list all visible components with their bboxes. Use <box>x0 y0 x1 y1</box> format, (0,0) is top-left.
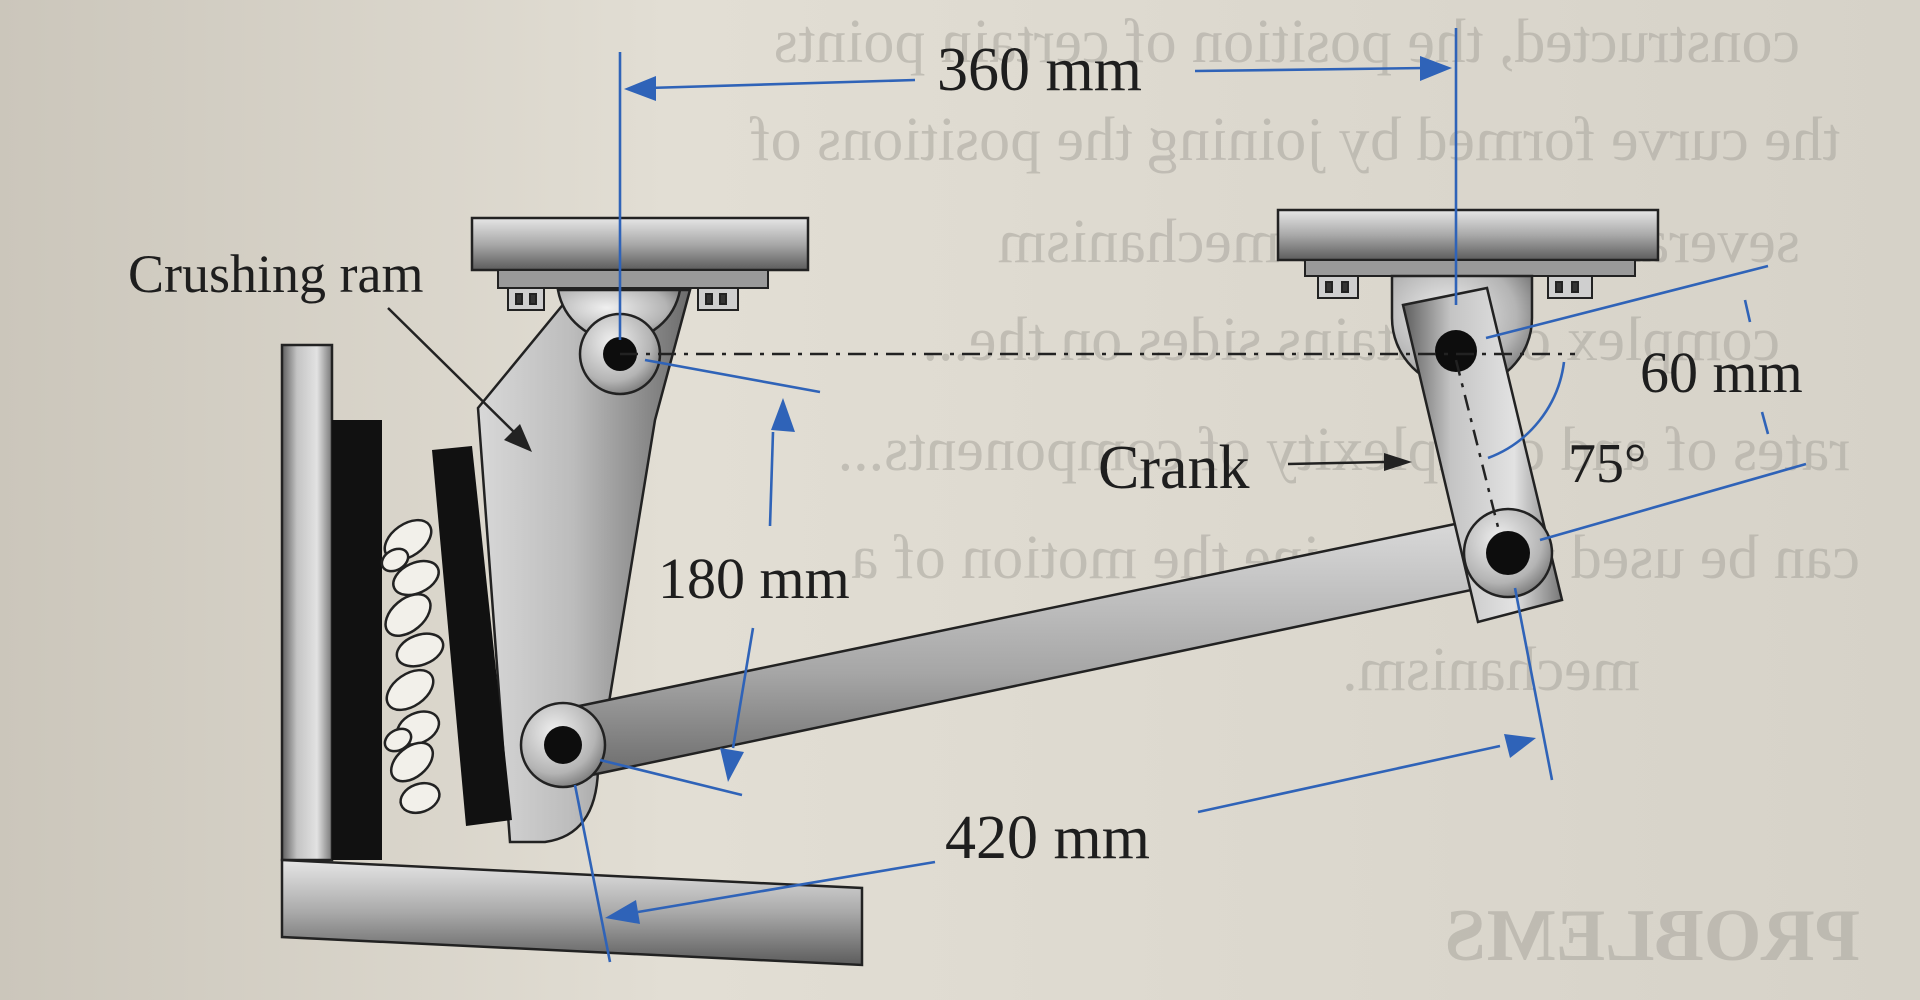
frame-upright <box>280 343 334 862</box>
coupler-link <box>519 511 1516 789</box>
dim-label-360: 360 mm <box>937 36 1142 104</box>
dim-60-bottom-extension <box>1539 462 1807 542</box>
bleed-line: mechanism. <box>1342 636 1640 704</box>
dim-420-right-line <box>1197 744 1501 814</box>
labels: Crushing ram Crank 360 mm 180 mm 420 mm … <box>128 36 1803 872</box>
ram-leader-line <box>387 307 515 433</box>
moving-jaw-plate <box>432 446 512 826</box>
crank-lower-pivot <box>1486 531 1530 575</box>
crushed-material <box>380 518 445 815</box>
dim-60-top-extension <box>1485 264 1769 340</box>
crank-centerline <box>1454 359 1502 536</box>
dim-420-left-extension <box>573 784 612 963</box>
bleed-line: PROBLEMS <box>1445 895 1860 977</box>
crank-upper-pivot <box>1435 330 1477 372</box>
crank <box>1401 286 1564 624</box>
dim-360-left-line <box>647 78 916 90</box>
dim-180-upper-line <box>768 431 775 527</box>
dimension-lines <box>573 28 1807 963</box>
dim-420-left-arrow <box>605 900 640 924</box>
dim-360-left-arrow <box>624 76 656 101</box>
dim-label-60: 60 mm <box>1640 340 1803 405</box>
left-top-support <box>470 216 810 311</box>
dim-180-top-extension <box>644 358 821 394</box>
left-bracket-base <box>497 269 769 289</box>
dim-180-bottom-extension <box>599 758 743 797</box>
bleed-line: constructed, the position of certain poi… <box>774 8 1800 76</box>
dim-180-lower-line <box>731 627 755 749</box>
dim-360-right-line <box>1194 66 1427 73</box>
bleed-line: rates of and complexity of components... <box>838 416 1850 484</box>
dim-label-180: 180 mm <box>658 546 850 611</box>
coupler-left-pivot <box>544 726 582 764</box>
left-bolts <box>507 287 739 311</box>
dim-420-right-arrow <box>1504 734 1536 758</box>
fixed-jaw-plate <box>332 420 382 860</box>
dim-360-right-arrow <box>1420 56 1452 81</box>
dim-60-upper-tick <box>1743 299 1752 323</box>
right-bolts <box>1317 275 1593 299</box>
bleed-line: complex or contains sides on the... <box>923 306 1781 374</box>
frame-base <box>280 858 864 967</box>
dim-label-75: 75° <box>1568 433 1646 495</box>
crank-leader-line <box>1287 460 1385 466</box>
dim-label-420: 420 mm <box>945 804 1150 872</box>
dim-180-lower-arrow <box>720 748 744 782</box>
bleed-line: the curve formed by joining the position… <box>750 106 1840 174</box>
dim-60-lower-tick <box>1760 411 1770 435</box>
dim-180-upper-arrow <box>771 398 795 432</box>
left-top-plate <box>470 216 810 272</box>
dim-420-left-line <box>637 860 936 914</box>
dim-420-right-extension <box>1513 587 1554 781</box>
label-crushing-ram: Crushing ram <box>128 244 423 304</box>
angle-75-arc <box>1487 361 1566 460</box>
ram-leader-arrow <box>504 424 532 452</box>
crank-leader-arrow <box>1384 453 1412 471</box>
right-top-plate <box>1276 208 1660 262</box>
right-bracket-base <box>1304 259 1636 277</box>
label-crank: Crank <box>1098 434 1250 502</box>
